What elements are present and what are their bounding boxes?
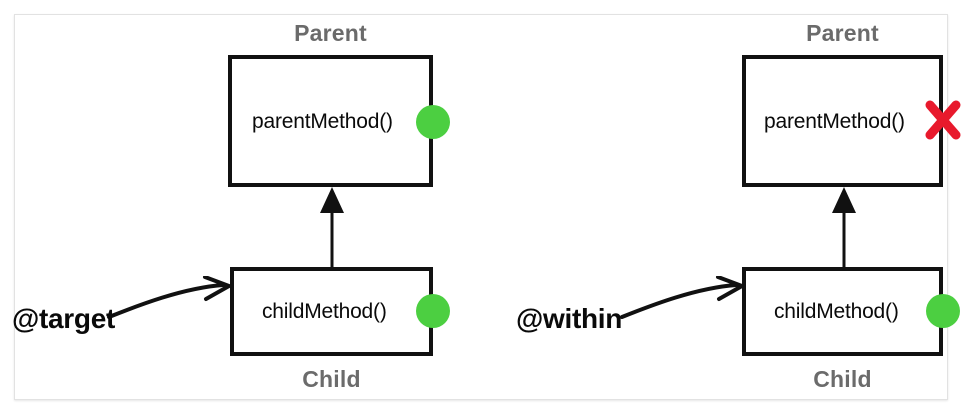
child-class-caption: Child [813, 366, 872, 392]
inheritance-arrow-icon [320, 187, 344, 267]
annotation-label-target: @target [12, 303, 115, 334]
annotation-pointer-arrow-icon [107, 276, 231, 319]
parent-method-label: parentMethod() [764, 110, 905, 133]
child-method-label: childMethod() [262, 300, 387, 323]
parent-match-dot-icon [416, 105, 450, 139]
panel-target: Parent parentMethod() childMethod() Chil… [0, 0, 485, 415]
parent-class-caption: Parent [294, 20, 367, 46]
child-match-dot-icon [926, 294, 960, 328]
child-method-label: childMethod() [774, 300, 899, 323]
child-class-caption: Child [302, 366, 361, 392]
annotation-pointer-arrow-icon [620, 276, 744, 319]
parent-class-box[interactable] [228, 55, 433, 187]
parent-nomatch-cross-icon [925, 100, 961, 140]
parent-class-caption: Parent [806, 20, 879, 46]
parent-method-label: parentMethod() [252, 110, 393, 133]
child-match-dot-icon [416, 294, 450, 328]
inheritance-arrow-icon [832, 187, 856, 267]
child-class-box[interactable] [230, 267, 433, 356]
panel-within: Parent parentMethod() childMethod() Chil… [486, 0, 971, 415]
annotation-label-within: @within [516, 303, 623, 334]
